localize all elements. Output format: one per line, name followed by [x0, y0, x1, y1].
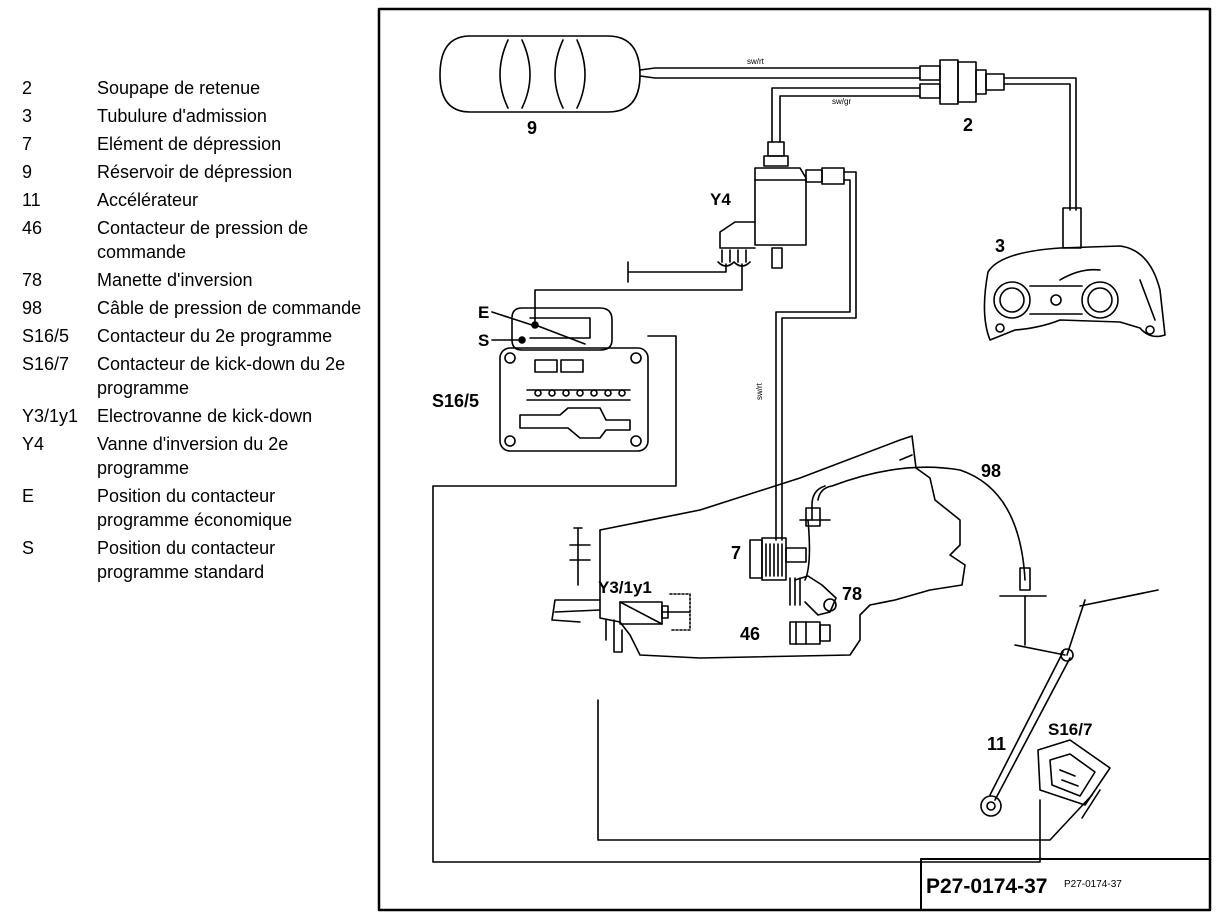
transmission [551, 435, 966, 659]
legend-desc: Réservoir de dépression [97, 162, 293, 182]
legend-item: 78 Manette d'inversion [22, 268, 362, 292]
legend-code: 9 [22, 162, 33, 182]
legend-code: 3 [22, 106, 33, 126]
legend-code: 2 [22, 78, 33, 98]
legend-desc: Elément de dépression [97, 134, 282, 154]
kickdown-switch [1037, 739, 1111, 819]
label-2: 2 [963, 115, 973, 135]
wire-loop-s16-5 [432, 335, 1041, 863]
legend-code: 7 [22, 134, 33, 154]
legend-code: 11 [22, 190, 41, 210]
hose-label-vert: sw/rt [755, 382, 764, 400]
legend-code: 46 [22, 218, 43, 238]
label-98: 98 [981, 461, 1001, 481]
hose-y4 [771, 87, 921, 143]
pressure-switch [789, 621, 831, 645]
legend-code: Y3/1y1 [22, 406, 79, 426]
legend-item: Y4 Vanne d'inversion du 2e programme [22, 432, 362, 480]
check-valve [919, 59, 1005, 105]
legend-item: S16/7 Contacteur de kick-down du 2e progr… [22, 352, 362, 400]
pressure-cable [799, 466, 1047, 646]
hose-label-mid: sw/gr [832, 97, 851, 106]
label-y3-1y1: Y3/1y1 [598, 578, 652, 597]
label-9: 9 [527, 118, 537, 138]
legend-desc: Vanne d'inversion du 2e programme [97, 434, 289, 478]
legend-item: 7 Elément de dépression [22, 132, 362, 156]
wire-y4-switch [534, 263, 743, 323]
intake-manifold [983, 207, 1166, 341]
kickdown-solenoid [605, 593, 691, 653]
legend-code: Y4 [22, 434, 45, 454]
label-s16-5: S16/5 [432, 391, 479, 411]
program-switch [499, 307, 649, 452]
legend-code: S16/5 [22, 326, 70, 346]
figure-ref-small: P27-0174-37 [1064, 879, 1122, 890]
changeover-valve [717, 141, 845, 269]
hose-reservoir [639, 67, 921, 79]
legend-desc: Contacteur de pression de commande [97, 218, 309, 262]
legend-item: 9 Réservoir de dépression [22, 160, 362, 184]
legend-code: 98 [22, 298, 43, 318]
legend-desc: Contacteur du 2e programme [97, 326, 333, 346]
label-11: 11 [987, 734, 1006, 754]
legend-item: 2 Soupape de retenue [22, 76, 362, 100]
label-s: S [478, 331, 489, 350]
legend-desc: Position du contacteur programme standar… [97, 538, 276, 582]
hose-vacuum-element [775, 171, 857, 541]
legend-item: Y3/1y1 Electrovanne de kick-down [22, 404, 362, 428]
legend-desc: Position du contacteur programme économi… [97, 486, 293, 530]
wire-loop-kickdown [597, 699, 1093, 841]
leader-e-s [491, 311, 533, 341]
vacuum-element [749, 537, 807, 581]
label-7: 7 [731, 543, 741, 563]
ground-wire [627, 261, 727, 283]
label-s16-7: S16/7 [1048, 720, 1092, 739]
figure-ref: P27-0174-37 [926, 875, 1047, 898]
legend-desc: Manette d'inversion [97, 270, 253, 290]
label-78: 78 [842, 584, 862, 604]
legend-item: S16/5 Contacteur du 2e programme [22, 324, 362, 348]
changeover-lever [789, 519, 837, 616]
legend-item: 11 Accélérateur [22, 188, 362, 212]
legend-desc: Tubulure d'admission [97, 106, 267, 126]
legend-desc: Soupape de retenue [97, 78, 261, 98]
hose-intake [1003, 77, 1077, 211]
legend-code: 78 [22, 270, 43, 290]
legend-code: E [22, 486, 35, 506]
legend-code: S [22, 538, 35, 558]
label-3: 3 [995, 236, 1005, 256]
legend-item: 3 Tubulure d'admission [22, 104, 362, 128]
legend-desc: Electrovanne de kick-down [97, 406, 313, 426]
label-46: 46 [740, 624, 760, 644]
legend-desc: Accélérateur [97, 190, 199, 210]
label-e: E [478, 303, 489, 322]
vacuum-reservoir [439, 35, 641, 113]
accelerator [980, 589, 1159, 817]
legend-item: E Position du contacteur programme économ… [22, 484, 362, 532]
legend-desc: Câble de pression de commande [97, 298, 362, 318]
legend-code: S16/7 [22, 354, 70, 374]
legend: 2 Soupape de retenue 3 Tubulure d'admissio… [22, 76, 362, 588]
legend-item: 98 Câble de pression de commande [22, 296, 362, 320]
legend-desc: Contacteur de kick-down du 2e programme [97, 354, 346, 398]
hose-label-top: sw/rt [747, 57, 765, 66]
legend-item: S Position du contacteur programme standa… [22, 536, 362, 584]
label-y4: Y4 [710, 190, 731, 209]
diagram-frame [377, 7, 1212, 912]
ref-box [920, 858, 1211, 911]
legend-item: 46 Contacteur de pression de commande [22, 216, 362, 264]
